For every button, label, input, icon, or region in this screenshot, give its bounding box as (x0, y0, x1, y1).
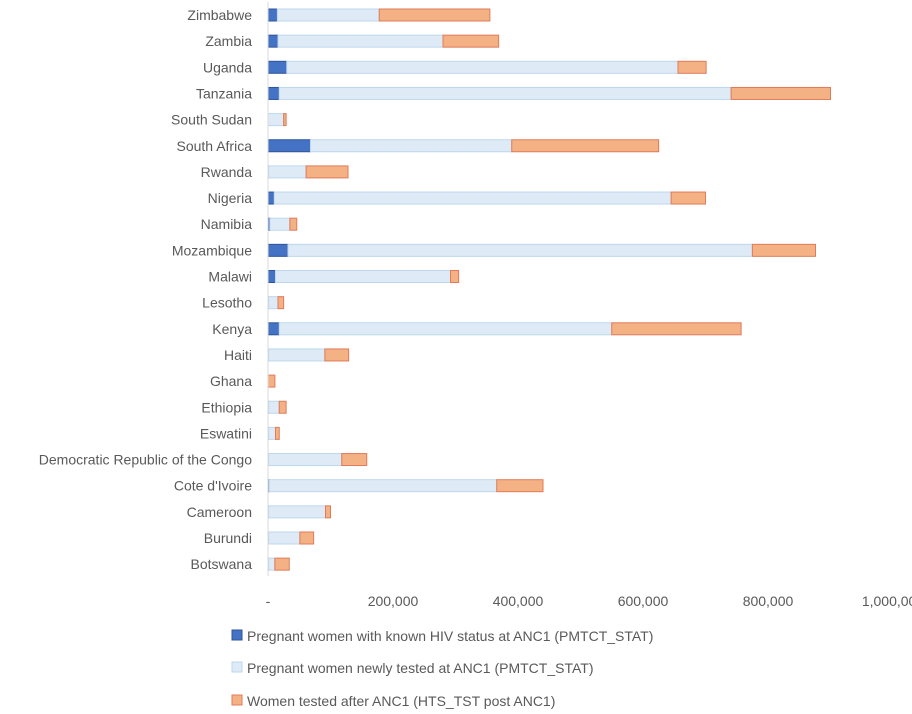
bar-ethiopia-series-1 (268, 400, 280, 414)
category-label-cote-d-ivoire: Cote d'Ivoire (174, 478, 252, 494)
bar-tanzania-series-0 (267, 86, 280, 100)
bar-malawi-series-0 (267, 270, 276, 283)
x-tick-label: 600,000 (618, 593, 669, 609)
category-label-haiti: Haiti (224, 347, 252, 363)
bar-cote-d-ivoire-series-2 (496, 479, 544, 493)
bar-ethiopia-series-2 (278, 400, 287, 414)
bar-uganda-series-0 (267, 60, 288, 74)
category-label-ethiopia: Ethiopia (201, 399, 252, 415)
legend-label-2: Women tested after ANC1 (HTS_TST post AN… (247, 693, 555, 709)
x-tick-label: 400,000 (493, 593, 544, 609)
bar-malawi-series-2 (450, 270, 460, 283)
category-label-nigeria: Nigeria (208, 190, 253, 206)
bar-mozambique-series-1 (287, 243, 753, 257)
bar-south-sudan-series-1 (267, 113, 285, 127)
bar-malawi-series-1 (275, 270, 451, 283)
category-label-lesotho: Lesotho (202, 295, 252, 311)
bar-south-sudan-series-2 (283, 113, 287, 127)
bar-south-africa-series-0 (267, 139, 311, 153)
category-label-tanzania: Tanzania (196, 85, 252, 101)
x-tick-labels: - 200,000 400,000 600,000 800,000 1,000,000 (266, 593, 912, 609)
category-label-eswatini: Eswatini (200, 425, 252, 441)
bar-democratic-republic-of-the-congo-series-1 (268, 453, 343, 467)
bar-zambia-series-1 (277, 34, 444, 48)
category-label-democratic-republic-of-the-congo: Democratic Republic of the Congo (39, 452, 252, 468)
bar-botswana-series-2 (274, 557, 290, 571)
legend-label-0: Pregnant women with known HIV status at … (247, 628, 653, 644)
bar-haiti-series-2 (324, 348, 350, 362)
bar-zimbabwe-series-0 (267, 8, 278, 22)
bar-mozambique-series-0 (267, 243, 289, 257)
x-tick-label: 800,000 (743, 593, 794, 609)
bar-ghana-series-2 (267, 374, 276, 388)
category-label-kenya: Kenya (212, 321, 252, 337)
legend-swatch-0 (231, 629, 243, 641)
category-label-namibia: Namibia (201, 216, 253, 232)
bar-lesotho-series-1 (268, 296, 279, 310)
category-label-zimbabwe: Zimbabwe (187, 7, 252, 23)
legend-swatch-2 (231, 694, 243, 706)
bar-kenya-series-1 (278, 322, 613, 336)
category-label-botswana: Botswana (191, 556, 253, 572)
legend-swatch-1 (231, 661, 243, 673)
category-label-cameroon: Cameroon (187, 504, 252, 520)
bar-zimbabwe-series-1 (276, 8, 380, 22)
bar-cameroon-series-2 (325, 505, 331, 519)
bar-tanzania-series-1 (278, 86, 732, 100)
bars-layer (267, 8, 831, 571)
category-label-malawi: Malawi (208, 269, 252, 285)
bar-nigeria-series-2 (670, 191, 706, 205)
x-tick-label: 1,000,000 (862, 593, 912, 609)
category-label-mozambique: Mozambique (172, 242, 252, 258)
bar-haiti-series-1 (268, 348, 326, 362)
bar-namibia-series-1 (269, 217, 291, 231)
bar-kenya-series-0 (267, 322, 280, 336)
category-label-rwanda: Rwanda (201, 164, 253, 180)
bar-zambia-series-0 (267, 34, 279, 48)
bar-burundi-series-2 (299, 531, 315, 545)
bar-nigeria-series-1 (273, 191, 672, 205)
bar-democratic-republic-of-the-congo-series-2 (341, 453, 368, 467)
bar-eswatini-series-2 (275, 426, 280, 440)
bar-zambia-series-2 (442, 34, 500, 48)
bar-nigeria-series-0 (267, 191, 275, 205)
category-label-uganda: Uganda (203, 59, 252, 75)
bar-cote-d-ivoire-series-1 (268, 479, 498, 493)
bar-burundi-series-1 (268, 531, 301, 545)
bar-uganda-series-1 (286, 60, 679, 74)
legend: Pregnant women with known HIV status at … (231, 628, 653, 709)
bar-botswana-series-1 (268, 557, 276, 571)
bar-eswatini-series-1 (268, 426, 276, 440)
bar-uganda-series-2 (677, 60, 707, 74)
bar-mozambique-series-2 (751, 243, 816, 257)
bar-kenya-series-2 (611, 322, 742, 336)
bar-zimbabwe-series-2 (378, 8, 491, 22)
bar-lesotho-series-2 (277, 296, 285, 310)
legend-label-1: Pregnant women newly tested at ANC1 (PMT… (247, 660, 594, 676)
category-label-south-africa: South Africa (177, 138, 253, 154)
bar-south-africa-series-1 (310, 139, 513, 153)
bar-south-africa-series-2 (511, 139, 660, 153)
bar-namibia-series-2 (289, 217, 298, 231)
bar-cameroon-series-1 (268, 505, 326, 519)
bar-rwanda-series-2 (305, 165, 349, 179)
category-label-south-sudan: South Sudan (171, 112, 252, 128)
category-label-burundi: Burundi (204, 530, 252, 546)
category-label-ghana: Ghana (210, 373, 252, 389)
bar-tanzania-series-2 (730, 86, 831, 100)
x-tick-label: - (266, 593, 271, 609)
x-tick-label: 200,000 (368, 593, 419, 609)
category-label-zambia: Zambia (205, 33, 252, 49)
bar-rwanda-series-1 (268, 165, 307, 179)
